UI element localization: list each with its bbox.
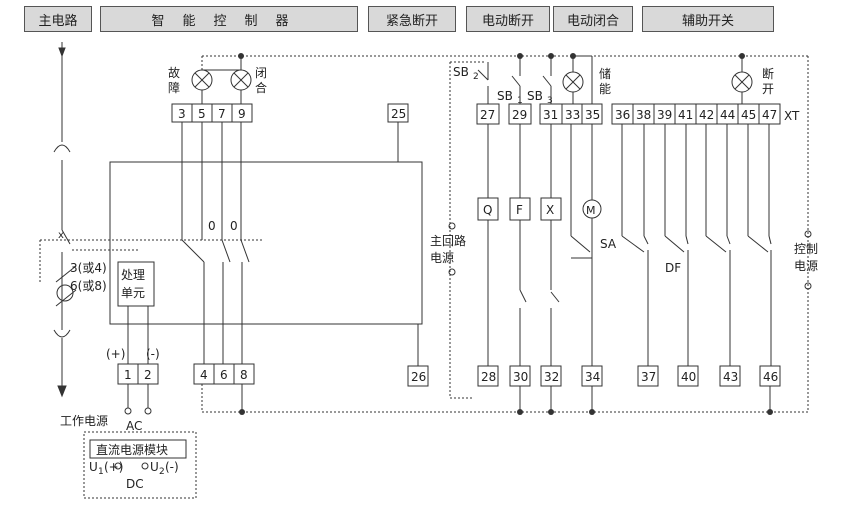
terminal-35: 35 xyxy=(585,108,600,122)
processing-unit-line1: 处理 xyxy=(121,268,145,282)
header-emergency-open-label: 紧急断开 xyxy=(385,13,438,29)
switch-df-label: DF xyxy=(665,261,681,275)
dc-u2: U xyxy=(150,460,159,474)
terminal-42: 42 xyxy=(699,108,714,122)
work-power-label: 工作电源 xyxy=(60,414,108,428)
ct-label-1: 3(或4) xyxy=(70,261,107,275)
header-electric-open: 电动断开 xyxy=(466,6,550,32)
header-electric-close-label: 电动闭合 xyxy=(566,13,619,29)
dc-label: DC xyxy=(126,477,144,491)
terminal-1: 1 xyxy=(124,368,132,382)
terminal-6: 6 xyxy=(220,368,228,382)
terminal-32: 32 xyxy=(544,370,559,384)
dc-u2-sign: (-) xyxy=(165,460,179,474)
terminal-30: 30 xyxy=(513,370,528,384)
terminal-45: 45 xyxy=(741,108,756,122)
terminal-29: 29 xyxy=(512,108,527,122)
terminal-38: 38 xyxy=(636,108,651,122)
header-emergency-open: 紧急断开 xyxy=(368,6,456,32)
coil-q: Q xyxy=(483,203,492,217)
sb1-sub: 1 xyxy=(517,96,523,106)
header-intelligent-controller: 智能控制器 xyxy=(100,6,358,32)
terminal-36: 36 xyxy=(615,108,630,122)
terminal-27: 27 xyxy=(480,108,495,122)
terminal-46: 46 xyxy=(763,370,778,384)
lamp-fault-char1: 故 xyxy=(168,65,180,80)
main-power-line1: 主回路 xyxy=(430,233,466,248)
terminal-37: 37 xyxy=(641,370,656,384)
dc-module-title: 直流电源模块 xyxy=(96,443,168,457)
main-power-line2: 电源 xyxy=(430,251,454,265)
sb3-sub: 3 xyxy=(547,96,553,106)
lamp-open-char2: 开 xyxy=(762,82,774,96)
header-auxiliary-switch: 辅助开关 xyxy=(642,6,774,32)
contact-zero-2: 0 xyxy=(230,219,238,233)
lamp-store-char1: 储 xyxy=(599,66,611,81)
terminal-39: 39 xyxy=(657,108,672,122)
header-main-circuit-label: 主电路 xyxy=(38,13,78,29)
dc-u1-sign: (+) xyxy=(104,460,123,474)
xt-label: XT xyxy=(784,109,800,123)
header-electric-close: 电动闭合 xyxy=(553,6,633,32)
dc-u1: U xyxy=(89,460,98,474)
contact-zero-1: 0 xyxy=(208,219,216,233)
lamp-open-char1: 断 xyxy=(762,66,774,81)
header-main-circuit: 主电路 xyxy=(24,6,92,32)
motor-m: M xyxy=(586,204,596,217)
terminal-7: 7 xyxy=(218,107,226,121)
terminal-2: 2 xyxy=(144,368,152,382)
terminal-3: 3 xyxy=(178,107,186,121)
terminal-28: 28 xyxy=(481,370,496,384)
terminal-31: 31 xyxy=(543,108,558,122)
polarity-minus: (-) xyxy=(146,347,160,361)
terminal-44: 44 xyxy=(720,108,735,122)
coil-x: X xyxy=(546,203,554,217)
ct-label-2: 6(或8) xyxy=(70,279,107,293)
lamp-fault-char2: 障 xyxy=(168,80,180,95)
control-power-line1: 控制 xyxy=(794,242,818,256)
polarity-plus: (+) xyxy=(106,347,125,361)
dc-u1-sub: 1 xyxy=(98,467,104,477)
terminal-9: 9 xyxy=(238,107,246,121)
sb2-sub: 2 xyxy=(473,72,479,82)
terminal-5: 5 xyxy=(198,107,206,121)
dc-u2-sub: 2 xyxy=(159,467,165,477)
terminal-34: 34 xyxy=(585,370,600,384)
sb2-label: SB xyxy=(453,65,469,79)
processing-unit-line2: 单元 xyxy=(121,286,145,300)
terminal-8: 8 xyxy=(240,368,248,382)
ac-label: AC xyxy=(126,419,142,433)
coil-f: F xyxy=(516,203,523,217)
terminal-41: 41 xyxy=(678,108,693,122)
terminal-33: 33 xyxy=(565,108,580,122)
lamp-close-char1: 闭 xyxy=(255,66,267,80)
header-electric-open-label: 电动断开 xyxy=(481,13,534,29)
control-power-line2: 电源 xyxy=(794,259,818,273)
terminal-25: 25 xyxy=(391,107,406,121)
sb3-label: SB xyxy=(527,89,543,103)
terminal-40: 40 xyxy=(681,370,696,384)
terminal-47: 47 xyxy=(762,108,777,122)
switch-sa-label: SA xyxy=(600,237,617,251)
breaker-x-mark: x xyxy=(58,230,64,241)
terminal-43: 43 xyxy=(723,370,738,384)
terminal-26: 26 xyxy=(411,370,426,384)
header-auxiliary-switch-label: 辅助开关 xyxy=(681,13,734,29)
header-intelligent-controller-label: 智能控制器 xyxy=(151,13,307,29)
lamp-store-char2: 能 xyxy=(599,82,611,96)
sb1-label: SB xyxy=(497,89,513,103)
lamp-close-char2: 合 xyxy=(255,80,267,95)
terminal-4: 4 xyxy=(200,368,208,382)
